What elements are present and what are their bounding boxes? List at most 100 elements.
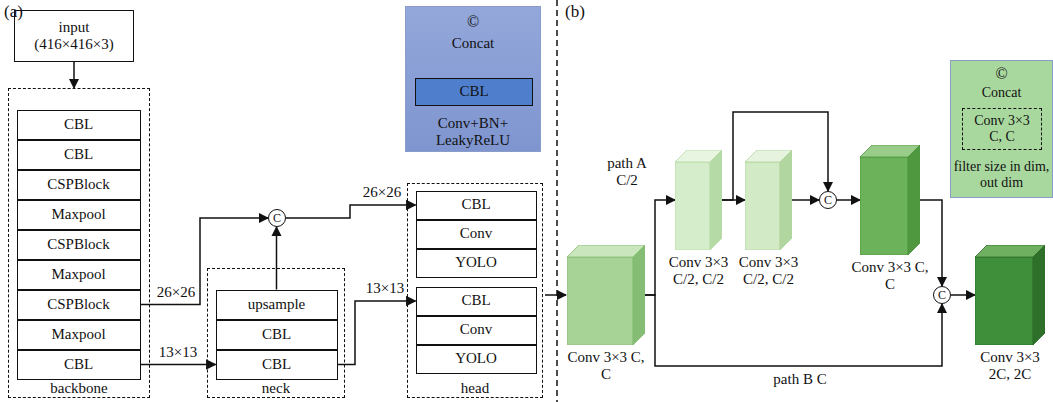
legend-conv-box: Conv 3×3 C, C	[962, 108, 1042, 150]
node-text: Conv 3×3 C, C	[967, 113, 1037, 145]
layer-box: YOLO	[416, 249, 537, 278]
node-text: Conv 3×3 C/2, C/2	[730, 254, 808, 289]
panel-label: (b)	[565, 2, 585, 22]
conv-block: Conv 3×3 C/2, C/2	[675, 150, 722, 250]
node-text: Concat	[954, 85, 1050, 101]
neck-group: neck upsampleCBL CBL	[207, 268, 345, 398]
concat-circle: C	[819, 191, 837, 209]
node-text: ©	[982, 65, 1022, 83]
conv-block: Conv 3×3 C, C	[567, 245, 645, 345]
cube-face	[633, 245, 645, 345]
edge-label: 13×13	[157, 344, 199, 361]
node-text: Conv+BN+ LeakyReLU	[413, 115, 533, 150]
connector	[276, 227, 278, 290]
node-text: CBL	[461, 292, 490, 309]
legend-panel: ©ConcatConv+BN+ LeakyReLUCBL	[405, 6, 541, 152]
cube-shape	[567, 245, 645, 345]
node-text: upsample	[248, 296, 306, 313]
input-box: input (416×416×3)	[14, 10, 134, 62]
node-text: C	[938, 289, 946, 301]
node-text: input (416×416×3)	[24, 19, 124, 54]
conv-block: Conv 3×3 2C, 2C	[975, 245, 1045, 345]
node-text: Maxpool	[51, 206, 105, 223]
layer-box: CBL	[416, 287, 537, 316]
edge-label: 26×26	[155, 284, 197, 301]
node-text: filter size in dim, out dim	[954, 159, 1050, 191]
edge-label: 26×26	[361, 184, 403, 201]
connector	[837, 199, 860, 201]
node-text: CBL	[459, 83, 488, 100]
connector	[792, 199, 819, 201]
connector	[141, 364, 216, 366]
cube-face	[780, 150, 792, 250]
node-text: Conv 3×3 C, C	[851, 259, 929, 294]
node-text: CSPBlock	[47, 296, 110, 313]
legend-cbl-box: CBL	[415, 78, 533, 106]
node-text: C	[824, 194, 832, 206]
layer-box: YOLO	[416, 345, 537, 374]
layer-box: upsample	[216, 290, 338, 320]
node-text: Conv	[460, 321, 493, 338]
connector	[338, 301, 416, 365]
cube-face	[975, 257, 1033, 345]
connector	[286, 205, 416, 218]
head-group: headCBLConvYOLOCBLConvYOLO	[407, 183, 543, 398]
edge-label: path A C/2	[600, 155, 654, 190]
conv-block: Conv 3×3 C, C	[860, 145, 920, 255]
node-text: Conv 3×3 2C, 2C	[971, 349, 1049, 384]
node-text: CBL	[64, 356, 93, 373]
layer-box: Conv	[416, 220, 537, 249]
layer-box: Conv	[416, 316, 537, 345]
node-text: neck	[208, 380, 344, 397]
node-text: CBL	[262, 326, 291, 343]
backbone-group: backboneCBLCBLCSPBlockMaxpoolCSPBlockMax…	[8, 88, 150, 398]
cube-face	[745, 162, 780, 250]
layer-box: Maxpool	[17, 260, 141, 290]
layer-box: CBL	[17, 110, 141, 140]
legend-panel: © Concat filter size in dim, out dim Conv 3…	[950, 60, 1053, 198]
node-text: ©	[453, 13, 493, 31]
node-text: Maxpool	[51, 266, 105, 283]
cube-face	[567, 257, 633, 345]
connector	[951, 294, 975, 296]
node-text: CBL	[461, 196, 490, 213]
concat-circle: C	[933, 286, 951, 304]
cube-shape	[745, 150, 792, 250]
node-text: C	[273, 212, 281, 224]
layer-box: Maxpool	[17, 200, 141, 230]
cube-face	[1033, 245, 1045, 345]
panel-label: (a)	[4, 2, 23, 22]
edge-label: path B C	[771, 371, 828, 388]
panel-divider	[556, 0, 558, 402]
node-text: Conv 3×3 C, C	[567, 349, 645, 384]
node-text: Conv 3×3 C/2, C/2	[660, 254, 738, 289]
node-text: YOLO	[455, 350, 497, 367]
cube-face	[567, 245, 645, 257]
cube-shape	[975, 245, 1045, 345]
node-text: CBL	[64, 116, 93, 133]
node-text: CBL	[64, 146, 93, 163]
conv-block: Conv 3×3 C/2, C/2	[745, 150, 792, 250]
edge-label: 13×13	[364, 280, 406, 297]
node-text: backbone	[9, 380, 149, 397]
cube-face	[860, 157, 908, 255]
cube-face	[908, 145, 920, 255]
layer-box: CSPBlock	[17, 230, 141, 260]
connector	[645, 200, 675, 295]
cube-face	[675, 162, 710, 250]
node-text: Maxpool	[51, 326, 105, 343]
node-text: YOLO	[455, 254, 497, 271]
layer-box: Maxpool	[17, 320, 141, 350]
cube-shape	[675, 150, 722, 250]
layer-box: CSPBlock	[17, 290, 141, 320]
connector	[645, 295, 942, 366]
node-text: CBL	[262, 356, 291, 373]
layer-box: CBL	[216, 350, 338, 380]
input-arrow	[545, 294, 566, 296]
layer-box: CBL	[416, 191, 537, 220]
layer-box: CBL	[216, 320, 338, 350]
cube-face	[710, 150, 722, 250]
node-text: head	[408, 380, 542, 397]
concat-circle: C	[268, 209, 286, 227]
